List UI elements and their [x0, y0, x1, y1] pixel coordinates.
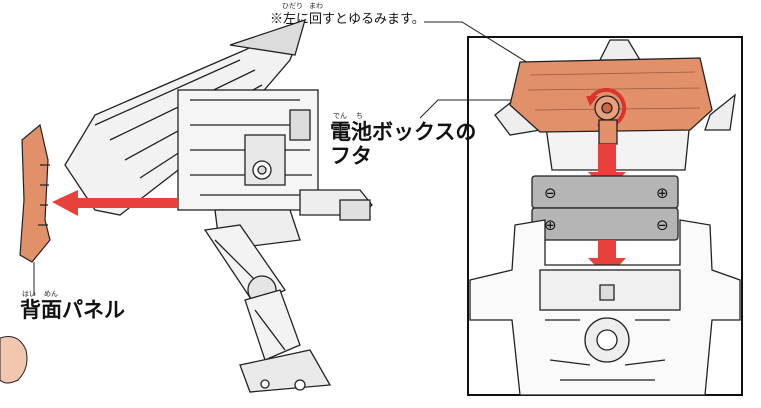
note-ruby-hidari: ひだり — [282, 2, 303, 10]
cover-ruby-chi: ち — [356, 112, 363, 120]
battery-cover-label-line2: フタ — [330, 144, 372, 168]
cover-ruby-den: でん — [333, 112, 347, 120]
note-ruby-mawa: まわ — [309, 2, 323, 10]
hand-illustration — [0, 336, 28, 384]
down-arrow-2 — [588, 240, 626, 278]
back-panel-label: 背面パネル — [20, 298, 125, 322]
remove-panel-arrow — [52, 190, 178, 216]
battery-cover-label-line1: 電池ボックスの — [330, 120, 477, 144]
battery2-minus-terminal: ⊖ — [656, 216, 669, 234]
battery-compartment-illustration — [469, 39, 741, 396]
loosen-note: ※左に回すとゆるみます。 — [270, 11, 425, 26]
back-panel-part — [19, 123, 51, 263]
back-panel-ruby-men: めん — [44, 290, 58, 298]
robot-figure — [64, 18, 373, 393]
cover-leader-line — [419, 99, 515, 119]
battery2-plus-terminal: ⊕ — [544, 216, 557, 234]
battery1-minus-terminal: ⊖ — [544, 184, 557, 202]
battery1-plus-terminal: ⊕ — [656, 184, 669, 202]
back-panel-ruby-hai: はい — [22, 290, 36, 298]
